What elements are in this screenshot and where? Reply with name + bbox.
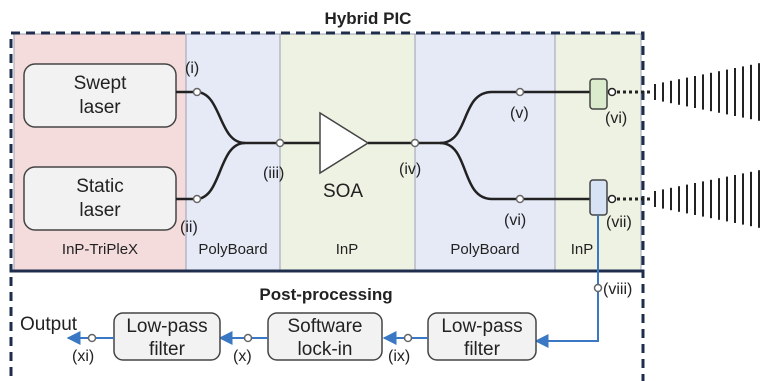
marker-vi-top: (vi) bbox=[605, 110, 627, 127]
marker-ii: (ii) bbox=[180, 219, 198, 236]
marker-viii: (viii) bbox=[603, 281, 632, 298]
region-polyboard-left bbox=[185, 33, 281, 271]
post-processing-border bbox=[9, 269, 645, 381]
lowpass-filter-right-line2: filter bbox=[464, 339, 501, 360]
lowpass-filter-left-line2: filter bbox=[149, 339, 186, 360]
marker-ix: (ix) bbox=[388, 348, 410, 365]
marker-vii: (vii) bbox=[606, 214, 632, 231]
swept-laser-block bbox=[23, 63, 177, 128]
region-label-polyboard-left: PolyBoard bbox=[198, 241, 267, 258]
marker-iii: (iii) bbox=[263, 165, 284, 182]
software-lockin-line1: Software bbox=[288, 316, 363, 337]
photodiode-bottom bbox=[589, 179, 608, 216]
node-iv bbox=[410, 138, 420, 148]
marker-vi-mid: (vi) bbox=[504, 212, 526, 229]
lowpass-filter-right-block bbox=[427, 312, 537, 361]
node-iii bbox=[275, 138, 285, 148]
soa-label: SOA bbox=[323, 181, 363, 202]
node-vi bbox=[515, 194, 525, 204]
marker-iv: (iv) bbox=[399, 161, 421, 178]
node-viii bbox=[593, 283, 603, 293]
swept-laser-label-line1: Swept bbox=[74, 73, 128, 94]
node-v bbox=[515, 87, 525, 97]
region-label-polyboard-right: PolyBoard bbox=[450, 241, 519, 258]
static-laser-label-line2: laser bbox=[79, 200, 121, 221]
output-label: Output bbox=[20, 314, 78, 335]
region-label-inp-triplex: InP-TriPleX bbox=[62, 241, 138, 258]
marker-v: (v) bbox=[510, 105, 529, 122]
marker-i: (i) bbox=[185, 60, 199, 77]
node-ii bbox=[192, 194, 202, 204]
static-laser-label-line1: Static bbox=[76, 176, 124, 197]
coupler-top bbox=[607, 87, 617, 97]
software-lockin-line2: lock-in bbox=[298, 339, 353, 360]
node-x bbox=[243, 333, 253, 343]
software-lockin-block bbox=[267, 312, 383, 361]
signal-photodiode-to-filter bbox=[534, 215, 599, 348]
wavefront-bottom bbox=[654, 170, 760, 228]
region-label-inp-mid: InP bbox=[336, 241, 359, 258]
fiber-soa-to-lower bbox=[439, 141, 590, 201]
wavefront-top bbox=[654, 63, 760, 121]
lowpass-filter-left-line1: Low-pass bbox=[126, 316, 207, 337]
diagram-title: Hybrid PIC bbox=[325, 9, 412, 28]
node-xi bbox=[87, 333, 97, 343]
coupler-bottom bbox=[607, 194, 617, 204]
photodiode-top bbox=[589, 78, 608, 110]
node-ix bbox=[403, 333, 413, 343]
post-processing-title: Post-processing bbox=[259, 285, 392, 304]
lowpass-filter-left-block bbox=[113, 312, 221, 361]
node-i bbox=[192, 87, 202, 97]
swept-laser-label-line2: laser bbox=[79, 97, 121, 118]
region-label-inp-right: InP bbox=[571, 241, 594, 258]
soa-amplifier bbox=[319, 111, 370, 175]
region-polyboard-right bbox=[414, 33, 556, 271]
marker-x: (x) bbox=[233, 348, 252, 365]
marker-xi: (xi) bbox=[72, 348, 94, 365]
lowpass-filter-right-line1: Low-pass bbox=[441, 316, 522, 337]
